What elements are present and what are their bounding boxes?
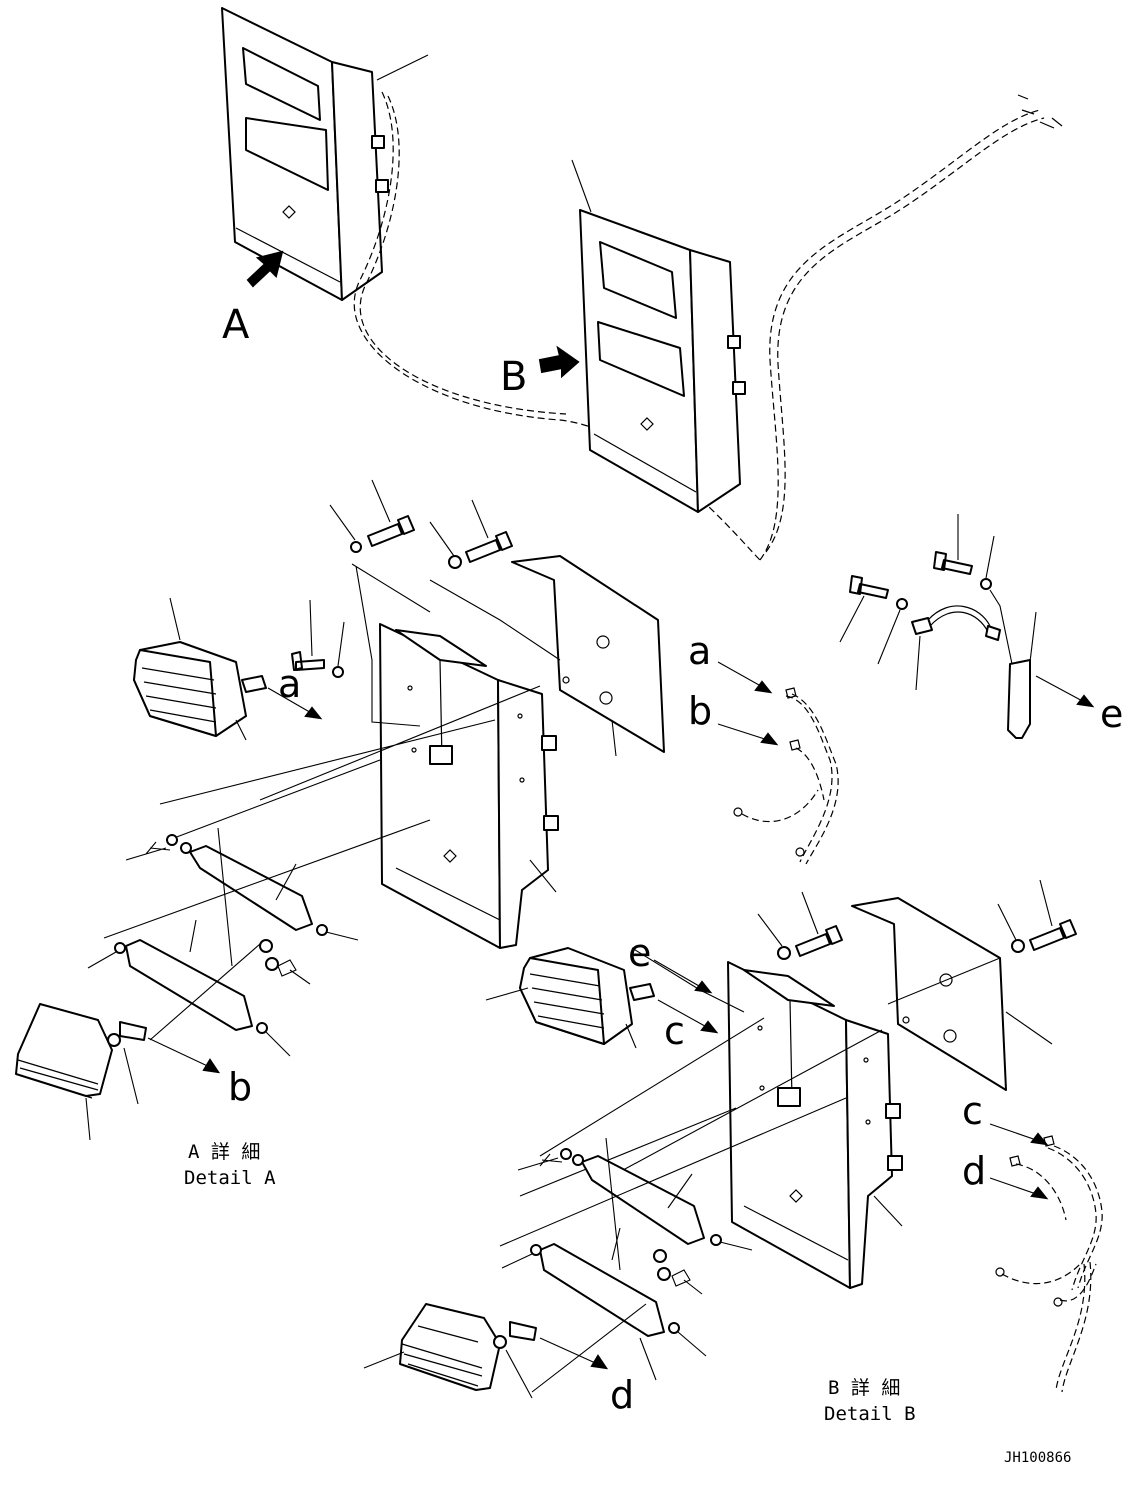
bolt-icon bbox=[465, 531, 513, 563]
nut-icon bbox=[657, 1267, 671, 1281]
nut-icon bbox=[265, 957, 279, 971]
washer-icon bbox=[316, 924, 328, 936]
drawing-number: JH100866 bbox=[1004, 1450, 1071, 1466]
mounting-strip bbox=[189, 845, 313, 931]
washer-icon bbox=[668, 1322, 680, 1334]
cover-plate bbox=[511, 555, 665, 753]
washer-icon bbox=[530, 1244, 542, 1256]
connector-label-e-2: e bbox=[628, 931, 651, 975]
washer-icon bbox=[572, 1154, 584, 1166]
washer-icon bbox=[1011, 939, 1025, 953]
connector-label-a: a bbox=[278, 662, 301, 706]
detail-a-title-en: Detail A bbox=[184, 1167, 276, 1189]
lamp-harness-cd: c d bbox=[962, 1089, 1103, 1393]
cover-plate bbox=[851, 897, 1007, 1091]
detail-b-assembly: e c d bbox=[363, 879, 1077, 1417]
washer-icon bbox=[114, 942, 126, 954]
washer-icon bbox=[448, 555, 462, 569]
connector-label-b-2: b bbox=[688, 689, 712, 733]
overview-assembly-a: A bbox=[221, 7, 429, 348]
bolt-icon bbox=[795, 925, 843, 957]
connector-label-c-2: c bbox=[962, 1089, 983, 1133]
work-lamp-1 bbox=[133, 597, 267, 741]
view-label-a: A bbox=[222, 302, 250, 348]
washer-icon bbox=[180, 842, 192, 854]
view-arrow-a-icon bbox=[246, 250, 284, 288]
connector-label-b: b bbox=[228, 1065, 252, 1109]
bolt-icon bbox=[933, 551, 973, 575]
washer-icon bbox=[777, 946, 791, 960]
overview-assembly-b: B bbox=[500, 159, 746, 513]
washer-icon bbox=[896, 598, 908, 610]
bolt-icon bbox=[1029, 919, 1077, 951]
detail-a-assembly: a b bbox=[15, 479, 665, 1141]
washer-icon bbox=[166, 834, 178, 846]
bolt-icon bbox=[849, 575, 889, 599]
mounting-strip bbox=[539, 1243, 665, 1337]
connector-label-d: d bbox=[610, 1373, 634, 1417]
mounting-strip bbox=[581, 1155, 705, 1245]
washer-icon bbox=[560, 1148, 572, 1160]
mounting-strip bbox=[125, 939, 253, 1031]
bolt-icon bbox=[367, 515, 415, 547]
washer-icon bbox=[350, 541, 362, 553]
work-lamp-3 bbox=[485, 947, 655, 1049]
connector-label-c: c bbox=[664, 1009, 685, 1053]
lamp-harness-ab: a b bbox=[688, 629, 839, 865]
detail-b-title-en: Detail B bbox=[824, 1403, 916, 1425]
washer-icon bbox=[710, 1234, 722, 1246]
work-lamp-4 bbox=[363, 1303, 537, 1399]
washer-icon bbox=[332, 666, 344, 678]
relay-icon bbox=[911, 617, 933, 635]
lamp-bracket-frame bbox=[727, 961, 851, 1289]
connector-label-e: e bbox=[1100, 692, 1123, 736]
view-arrow-b-icon bbox=[538, 345, 580, 379]
mounting-strip bbox=[1007, 659, 1031, 739]
washer-icon bbox=[256, 1022, 268, 1034]
connector-label-d-2: d bbox=[962, 1149, 986, 1193]
nut-icon bbox=[259, 939, 273, 953]
bolt-icon bbox=[291, 651, 325, 671]
detail-b-title-jp: B 詳 細 bbox=[828, 1377, 900, 1399]
connector-label-a-2: a bbox=[688, 629, 711, 673]
washer-icon bbox=[980, 578, 992, 590]
detail-a-title-jp: A 詳 細 bbox=[188, 1141, 260, 1163]
relay-bracket: e bbox=[839, 514, 1123, 739]
view-label-b: B bbox=[500, 354, 527, 400]
work-lamp-2 bbox=[15, 1003, 147, 1141]
nut-icon bbox=[653, 1249, 667, 1263]
